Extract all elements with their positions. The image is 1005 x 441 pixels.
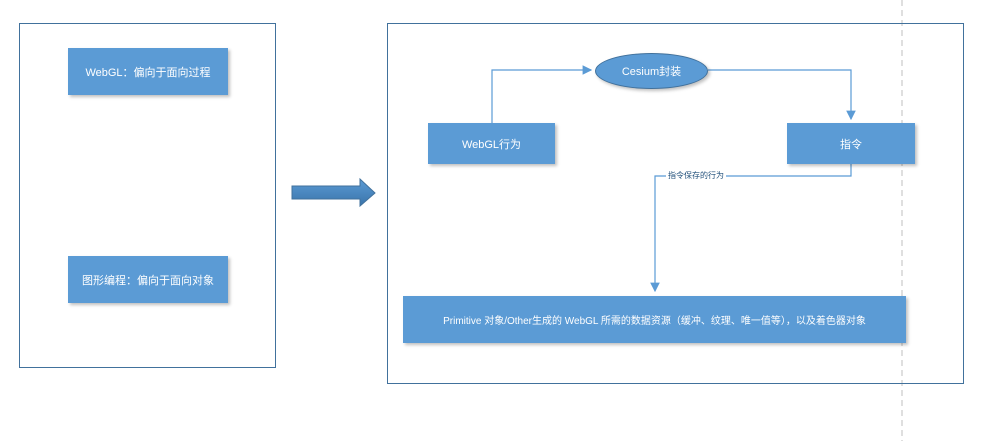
command-node: 指令	[787, 123, 915, 164]
edge-cesium-to-command	[708, 69, 856, 121]
cesium-wrapper-node: Cesium封装	[595, 53, 708, 89]
edge-command-to-resources	[650, 164, 852, 293]
webgl-behavior-node: WebGL行为	[428, 123, 555, 164]
webgl-procedural-box: WebGL：偏向于面向过程	[68, 48, 228, 95]
edge-label-saved-behavior: 指令保存的行为	[666, 170, 726, 181]
transition-arrow	[291, 177, 376, 208]
edge-webgl-to-cesium	[491, 65, 593, 123]
resources-node: Primitive 对象/Other生成的 WebGL 所需的数据资源（缓冲、纹…	[403, 296, 906, 343]
graphics-object-oriented-box: 图形编程：偏向于面向对象	[68, 256, 228, 303]
right-panel-frame	[387, 23, 964, 384]
